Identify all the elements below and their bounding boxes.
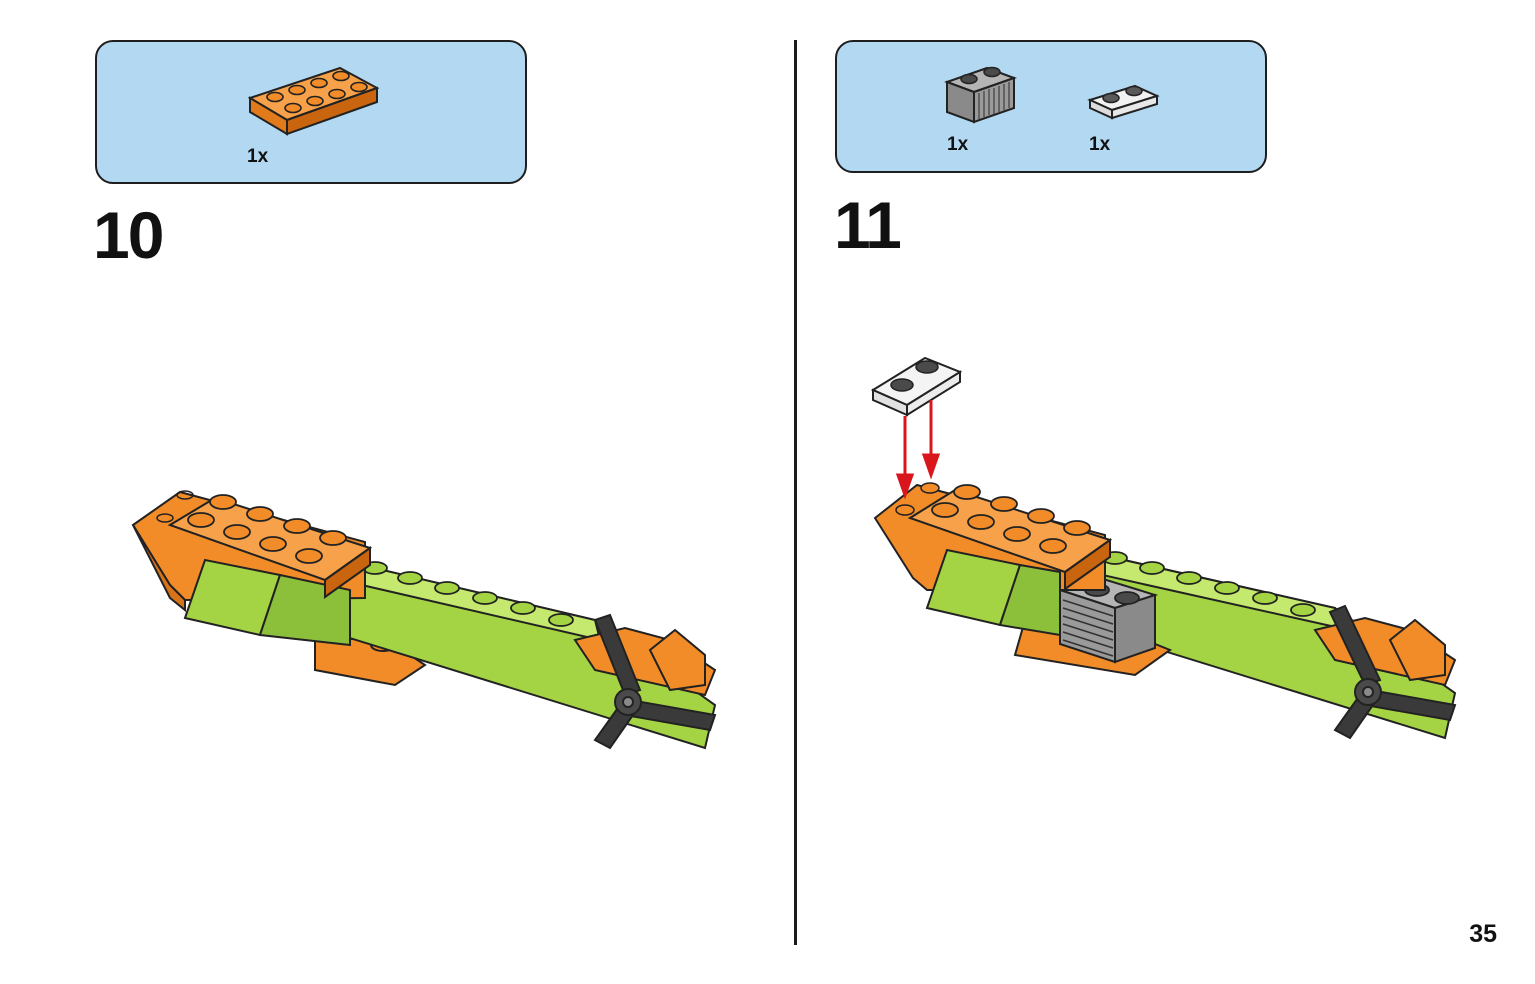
part-quantity: 1x [1089, 134, 1111, 155]
step-number: 11 [834, 188, 902, 262]
step-number: 10 [93, 198, 164, 272]
part-quantity: 1x [947, 134, 969, 155]
page-number: 35 [1469, 920, 1497, 948]
step-10-assembly-illustration [131, 490, 717, 750]
step-11-assembly-illustration [870, 356, 1457, 740]
page-divider [794, 40, 797, 945]
grey-grille-brick-icon [944, 66, 1017, 124]
part-quantity: 1x [247, 146, 269, 167]
transparent-1x2-plate-icon [1087, 84, 1160, 120]
parts-callout-step-11: 1x 1x [835, 40, 1267, 173]
parts-callout-step-10: 1x [95, 40, 527, 184]
orange-2x4-plate-icon [247, 66, 380, 136]
